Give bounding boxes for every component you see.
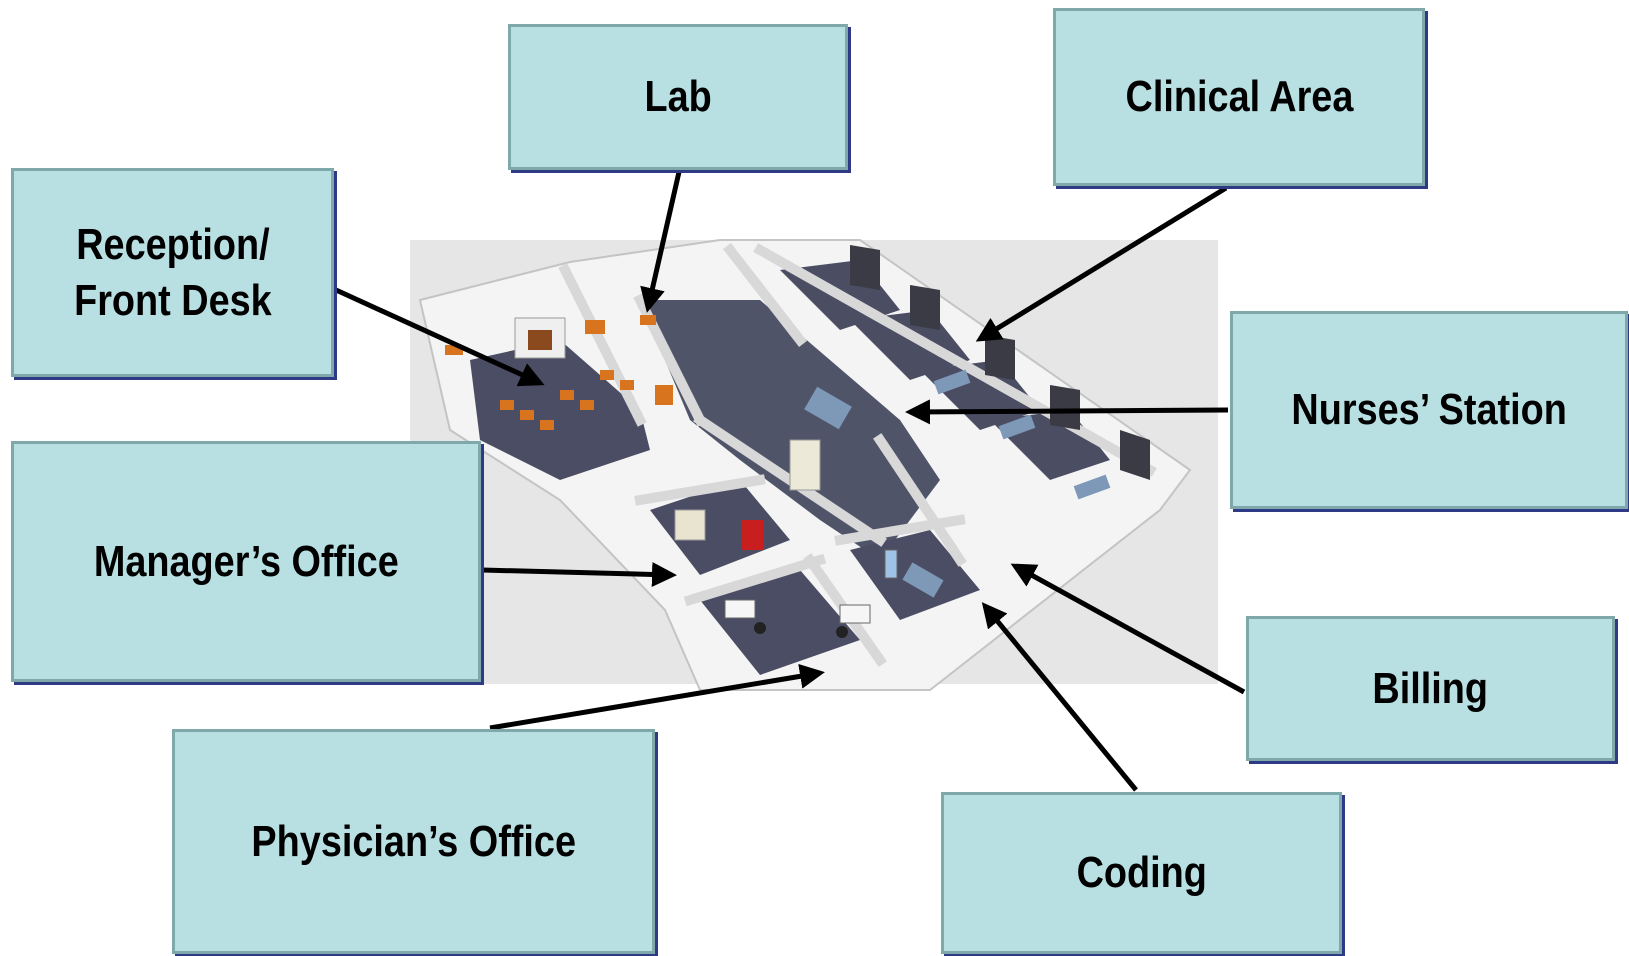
coding-label-box: Coding: [941, 792, 1342, 954]
lab-label: Lab: [644, 72, 712, 121]
exam-tables: [804, 369, 1111, 598]
billing-label: Billing: [1372, 663, 1489, 713]
lab-label-box: Lab: [508, 24, 848, 170]
manager-shelf: [674, 509, 706, 541]
coding-label: Coding: [1076, 848, 1207, 897]
physician-office-floor: [700, 570, 860, 675]
clinical-area-label-box: Clinical Area: [1053, 8, 1425, 186]
physicians-office-label-box: Physician’s Office: [172, 729, 655, 954]
physicians-office-label: Physician’s Office: [251, 816, 576, 866]
clinical-area-label: Clinical Area: [1125, 72, 1353, 121]
managers-office-label: Manager’s Office: [93, 536, 399, 586]
nurses-station-label-box: Nurses’ Station: [1230, 311, 1628, 509]
reception-desk-panel: [528, 330, 552, 350]
storage-cabinet: [789, 439, 821, 491]
nurses-station-label: Nurses’ Station: [1291, 385, 1567, 434]
water-cooler: [884, 549, 898, 579]
manager-office-floor: [650, 480, 790, 575]
manager-red-chair: [742, 520, 764, 550]
reception-label-box: Reception/ Front Desk: [11, 168, 334, 377]
interior-walls: [558, 242, 1157, 667]
reception-label-line1: Reception/: [75, 219, 270, 269]
reception-label: Reception/ Front Desk: [74, 217, 272, 329]
corridor-floor: [640, 300, 940, 560]
exam-room-windows: [850, 245, 1150, 480]
reception-label-line2: Front Desk: [73, 275, 272, 325]
managers-office-label-box: Manager’s Office: [11, 441, 481, 682]
billing-label-box: Billing: [1246, 616, 1615, 761]
physician-office-furniture: [724, 599, 871, 638]
